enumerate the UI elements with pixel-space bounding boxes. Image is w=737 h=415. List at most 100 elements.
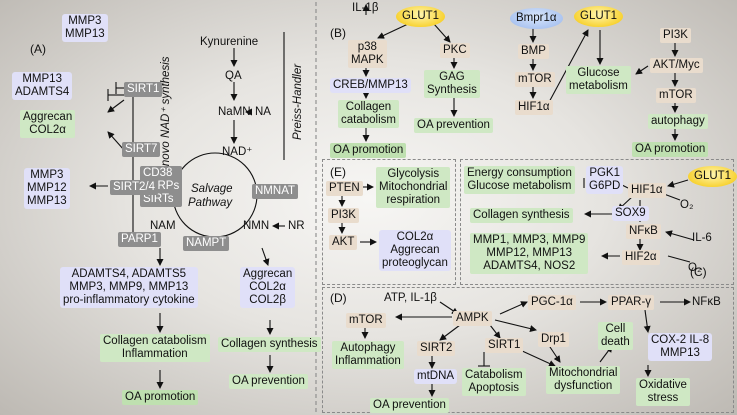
- nr-node: NR: [288, 220, 305, 232]
- dysfunction-text: dysfunction: [554, 380, 613, 392]
- bmpr1a-node: Bmpr1α: [510, 8, 563, 29]
- arrow-akt-glucose: [635, 65, 649, 75]
- panel-c-label: (C): [690, 265, 707, 279]
- cd38-text: CD38: [143, 167, 173, 179]
- arrow-ampk-pgc: [499, 301, 528, 315]
- gag-synthesis-box: GAG Synthesis: [424, 70, 480, 98]
- hif1a-c: HIF1α: [628, 183, 666, 198]
- arrow-ppar-cox2: [643, 309, 651, 333]
- gag-text: GAG: [439, 71, 465, 83]
- glut1-left: GLUT1: [396, 6, 446, 27]
- creb-mmp13-node: CREB/MMP13: [330, 78, 411, 93]
- mmp3-mmp13-box: MMP3 MMP13: [62, 14, 108, 42]
- panel-c-border: [460, 159, 734, 285]
- adamts4-nos2-text: ADAMTS4, NOS2: [483, 260, 576, 272]
- mmp13-text-d: MMP13: [660, 347, 700, 359]
- aggrecan-text-2: Aggrecan: [243, 268, 293, 280]
- arrow-glut1-pkc: [433, 23, 451, 43]
- mtor-b-right: mTOR: [656, 88, 696, 103]
- mtor-d: mTOR: [346, 313, 386, 328]
- arrow-glut1-p38: [377, 23, 409, 39]
- mtor-b-mid: mTOR: [515, 72, 555, 87]
- mapk-text: MAPK: [351, 54, 384, 66]
- col2a-aggrecan-box: COL2α Aggrecan proteoglycan: [379, 230, 451, 271]
- adamts-cytokine-box: ADAMTS4, ADAMTS5 MMP3, MMP9, MMP13 pro-i…: [60, 267, 198, 308]
- catabolism-apoptosis-box: Catabolism Apoptosis: [462, 368, 526, 396]
- glycolysis-text: Glycolysis: [387, 168, 440, 180]
- pgc1a-node: PGC-1α: [528, 295, 576, 310]
- glut1-right: GLUT1: [574, 6, 624, 27]
- panel-a-label: (A): [30, 42, 46, 56]
- panel-b-label: (B): [330, 26, 346, 40]
- apoptosis-text: Apoptosis: [468, 382, 520, 394]
- panel-e-border: [322, 159, 456, 285]
- adamts-text: ADAMTS4, ADAMTS5: [71, 268, 187, 280]
- panel-d-label: (D): [330, 291, 347, 305]
- collagen-catabolism-inflammation-box: Collagen catabolism Inflammation: [100, 334, 210, 362]
- collagen-synthesis-a: Collagen synthesis: [218, 337, 321, 352]
- proteoglycan-text: proteoglycan: [382, 257, 448, 269]
- mitochondrial-text-d: Mitochondrial: [549, 367, 618, 379]
- p38-text: p38: [357, 41, 377, 53]
- hif2a-node: HIF2α: [622, 250, 660, 265]
- mmp13-text-2: MMP13: [22, 73, 62, 85]
- cox2-il8-mmp13-box: COX-2 IL-8 MMP13: [648, 333, 713, 361]
- pkc-node: PKC: [440, 43, 470, 58]
- mito-dysfunction-box: Mitochondrial dysfunction: [546, 366, 621, 394]
- arrow-sirt1-mito: [519, 349, 556, 367]
- hif1a-b: HIF1α: [515, 100, 553, 115]
- cell-death-box: Cell death: [598, 322, 633, 350]
- na-node: NA: [255, 106, 271, 118]
- pathway-label: Pathway: [188, 197, 233, 209]
- mmp3-text-2: MMP3: [30, 169, 64, 181]
- arrow-sirt1-mmp13: [107, 99, 125, 113]
- sirt1-d: SIRT1: [485, 338, 524, 353]
- nampt-node: NAMPT: [183, 236, 230, 251]
- kynurenine-node: Kynurenine: [200, 36, 259, 48]
- oa-promotion-a: OA promotion: [122, 390, 199, 405]
- adamts4-text: ADAMTS4: [15, 86, 70, 98]
- arrow-drp1-mito: [547, 343, 561, 363]
- respiration-text: respiration: [386, 194, 441, 206]
- oxidative-stress-box: Oxidative stress: [636, 378, 690, 406]
- energy-glucose-box: Energy consumption Glucose metabolism: [464, 166, 575, 194]
- oa-promotion-b-left: OA promotion: [330, 143, 407, 158]
- il6-node: IL-6: [692, 232, 712, 244]
- aggrecan-text-e: Aggrecan: [390, 244, 440, 256]
- catabolism-text-d: Catabolism: [465, 369, 523, 381]
- collagen-catabolism-b: Collagen catabolism: [338, 100, 399, 128]
- salvage-label: Salvage: [191, 183, 233, 195]
- autophagy-inflammation-box: Autophagy Inflammation: [332, 341, 404, 369]
- pten-node: PTEN: [326, 181, 363, 196]
- ampk-node: AMPK: [453, 311, 492, 326]
- mtdna-node: mtDNA: [414, 369, 458, 384]
- glycolysis-box: Glycolysis Mitochondrial respiration: [376, 167, 451, 208]
- sirt1-node: SIRT1: [124, 82, 163, 97]
- nam-node: NAM: [150, 220, 176, 232]
- energy-text: Energy consumption: [467, 167, 572, 179]
- sox9-node: SOX9: [612, 206, 649, 221]
- arrow-glut1-hif: [667, 179, 689, 188]
- stress-text: stress: [647, 392, 679, 404]
- oa-prevention-d: OA prevention: [370, 398, 449, 413]
- o2-top: O₂: [680, 199, 694, 211]
- mmp3-text: MMP3: [68, 15, 102, 27]
- oxidative-text: Oxidative: [639, 379, 687, 391]
- namn-node: NaMN: [218, 106, 251, 118]
- oa-prevention-b: OA prevention: [414, 118, 493, 133]
- mmp13-adamts4-box: MMP13 ADAMTS4: [12, 72, 73, 100]
- oa-promotion-b-right: OA promotion: [632, 142, 709, 157]
- mmp-list-text: MMP3, MMP9, MMP13: [69, 281, 189, 293]
- sirt7-node: SIRT7: [122, 142, 161, 157]
- collagen-catabolism-text: Collagen catabolism: [103, 335, 207, 347]
- cell-text: Cell: [605, 323, 626, 335]
- mmp-adamts-nos2-box: MMP1, MMP3, MMP9 MMP12, MMP13 ADAMTS4, N…: [470, 233, 589, 274]
- sirt2-d: SIRT2: [417, 341, 456, 356]
- bmp-node: BMP: [518, 44, 549, 59]
- pgk1-text: PGK1: [589, 167, 620, 179]
- mitochondrial-text: Mitochondrial: [379, 181, 448, 193]
- g6pd-text: G6PD: [589, 180, 621, 192]
- inflammation-text: Inflammation: [121, 348, 188, 360]
- il1b-node: IL-1β: [352, 2, 379, 14]
